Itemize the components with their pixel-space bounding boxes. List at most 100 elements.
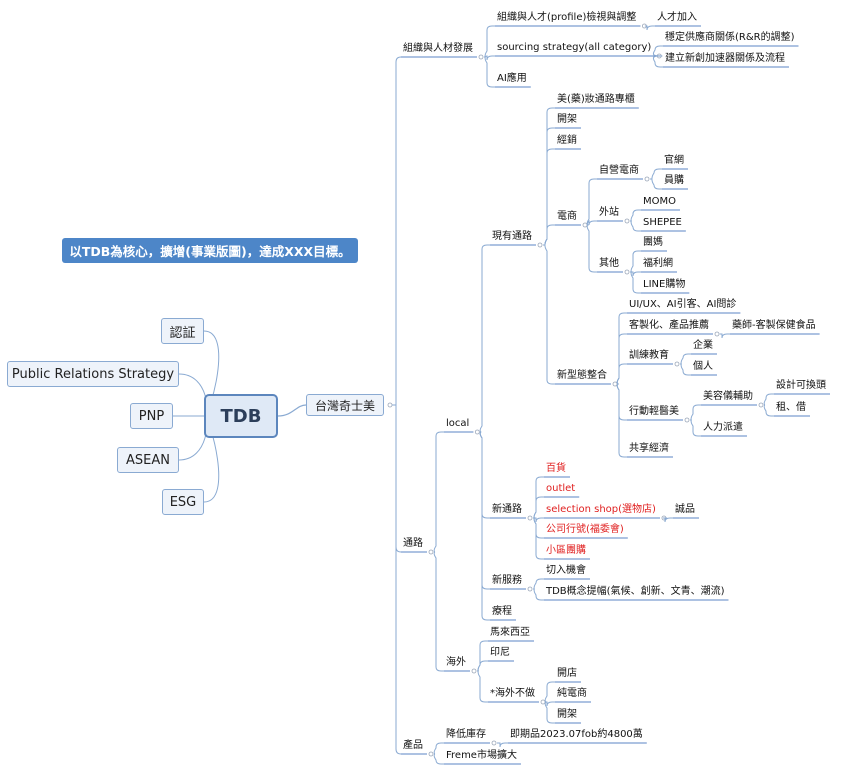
node-expiring-products[interactable]: 即期品2023.07fob約4800萬: [510, 729, 643, 740]
branch-line: [476, 670, 488, 703]
node-selection-shop[interactable]: selection shop(選物店): [546, 504, 656, 515]
branch-line: [542, 244, 555, 385]
node-new-channels[interactable]: 新通路: [492, 504, 522, 515]
node-malaysia[interactable]: 馬來西亞: [490, 627, 530, 638]
collapse-dot[interactable]: [428, 549, 434, 555]
node-pharmacist-custom[interactable]: 藥師-客製保健食品: [732, 320, 816, 331]
node-ecommerce[interactable]: 電商: [557, 211, 577, 222]
branch-line: [532, 578, 544, 590]
node-product[interactable]: 產品: [403, 740, 423, 751]
collapse-dot[interactable]: [582, 222, 588, 228]
node-welfare-net[interactable]: 福利網: [643, 258, 673, 269]
branch-line: [662, 517, 673, 523]
node-pure-ecommerce[interactable]: 純電商: [557, 688, 587, 699]
node-customization[interactable]: 客製化、產品推薦: [629, 320, 709, 331]
root-node-taiwan[interactable]: 台灣奇士美: [306, 394, 384, 416]
branch-line: [629, 209, 641, 222]
node-rent-lend[interactable]: 租、借: [776, 402, 806, 413]
node-training[interactable]: 訓練教育: [629, 350, 669, 361]
side-node-esg[interactable]: ESG: [162, 489, 204, 515]
node-org-profile[interactable]: 組織與人才(profile)檢視與調整: [497, 12, 637, 23]
collapse-dot[interactable]: [684, 417, 690, 423]
branch-line: [616, 363, 627, 385]
collapse-dot[interactable]: [612, 381, 618, 387]
node-cosmetics-counter[interactable]: 美(藥)妝通路專櫃: [557, 94, 635, 105]
collapse-dot[interactable]: [644, 176, 650, 182]
branch-line: [542, 148, 555, 246]
node-reduce-inventory[interactable]: 降低庫存: [446, 729, 486, 740]
node-indonesia[interactable]: 印尼: [490, 647, 510, 658]
collapse-dot[interactable]: [674, 361, 680, 367]
node-line-shopping[interactable]: LINE購物: [643, 279, 686, 290]
node-entry-opportunity[interactable]: 切入機會: [546, 565, 586, 576]
side-node-pnp[interactable]: PNP: [130, 403, 173, 429]
node-beauty-device[interactable]: 美容儀輔助: [703, 391, 753, 402]
node-swappable-head[interactable]: 設計可換頭: [776, 380, 826, 391]
collapse-dot[interactable]: [478, 54, 484, 60]
branch-line: [763, 393, 774, 406]
node-open-store[interactable]: 開店: [557, 668, 577, 679]
node-momo[interactable]: MOMO: [643, 196, 676, 207]
node-local[interactable]: local: [446, 418, 470, 429]
node-employee-purchase[interactable]: 員購: [664, 175, 684, 186]
node-external-sites[interactable]: 外站: [599, 207, 619, 218]
collapse-dot[interactable]: [428, 751, 434, 757]
collapse-dot[interactable]: [624, 269, 630, 275]
node-others[interactable]: 其他: [599, 258, 619, 269]
node-sharing-economy[interactable]: 共享經濟: [629, 443, 669, 454]
node-talent-join[interactable]: 人才加入: [657, 12, 697, 23]
collapse-dot[interactable]: [527, 515, 533, 521]
collapse-dot[interactable]: [537, 242, 543, 248]
collapse-dot[interactable]: [471, 668, 477, 674]
node-ai-application[interactable]: AI應用: [497, 73, 527, 84]
node-group-moms[interactable]: 團媽: [643, 237, 663, 248]
node-treatment-course[interactable]: 療程: [492, 606, 512, 617]
node-org-development[interactable]: 組織與人材發展: [403, 43, 473, 54]
collapse-dot[interactable]: [491, 740, 497, 746]
node-overseas-not-do[interactable]: *海外不做: [490, 688, 535, 699]
node-distribution[interactable]: 經銷: [557, 135, 577, 146]
side-node-asean[interactable]: ASEAN: [117, 447, 179, 473]
node-freme-market[interactable]: Freme市場擴大: [446, 750, 517, 761]
collapse-dot[interactable]: [387, 402, 393, 408]
side-node-certification[interactable]: 認証: [161, 318, 204, 344]
branch-line: [544, 681, 555, 703]
node-tdb-concept[interactable]: TDB概念提幅(氣候、創新、文青、潮流): [546, 586, 725, 597]
collapse-dot[interactable]: [624, 218, 630, 224]
node-company-welfare[interactable]: 公司行號(福委會): [546, 524, 624, 535]
core-node-tdb[interactable]: TDB: [204, 394, 278, 438]
node-outlet[interactable]: outlet: [546, 483, 576, 494]
node-community-group-buy[interactable]: 小區團購: [546, 545, 586, 556]
node-staff-dispatch[interactable]: 人力派遣: [703, 422, 743, 433]
branch-line: [586, 178, 597, 226]
node-sourcing-strategy[interactable]: sourcing strategy(all category): [497, 42, 652, 53]
node-shepee[interactable]: SHEPEE: [643, 217, 682, 228]
node-ui-ux-ai[interactable]: UI/UX、AI引客、AI問診: [629, 299, 737, 310]
side-connector: [178, 373, 208, 417]
collapse-dot[interactable]: [714, 331, 720, 337]
collapse-dot[interactable]: [540, 699, 546, 705]
node-existing-channels[interactable]: 現有通路: [492, 231, 532, 242]
side-node-pr-strategy[interactable]: Public Relations Strategy: [7, 361, 179, 387]
collapse-dot[interactable]: [527, 586, 533, 592]
side-connector: [178, 415, 208, 461]
node-enterprise[interactable]: 企業: [693, 340, 713, 351]
branch-line: [483, 56, 495, 88]
node-mobile-aesthetics[interactable]: 行動輕醫美: [629, 406, 679, 417]
node-accelerator-relations[interactable]: 建立新創加速器關係及流程: [665, 53, 785, 64]
node-supplier-relations[interactable]: 穩定供應商關係(R&R的調整): [665, 32, 795, 43]
node-overseas[interactable]: 海外: [446, 657, 466, 668]
node-official-site[interactable]: 官網: [664, 155, 684, 166]
branch-line: [532, 517, 544, 560]
node-new-integration[interactable]: 新型態整合: [557, 370, 607, 381]
node-individual[interactable]: 個人: [693, 361, 713, 372]
collapse-dot[interactable]: [758, 402, 764, 408]
node-channel[interactable]: 通路: [403, 538, 423, 549]
collapse-dot[interactable]: [474, 429, 480, 435]
node-department-store[interactable]: 百貨: [546, 463, 566, 474]
node-overseas-open-shelf[interactable]: 開架: [557, 709, 577, 720]
node-self-ecommerce[interactable]: 自營電商: [599, 165, 639, 176]
node-eslite[interactable]: 誠品: [675, 504, 695, 515]
node-open-shelf[interactable]: 開架: [557, 114, 577, 125]
node-new-services[interactable]: 新服務: [492, 575, 522, 586]
